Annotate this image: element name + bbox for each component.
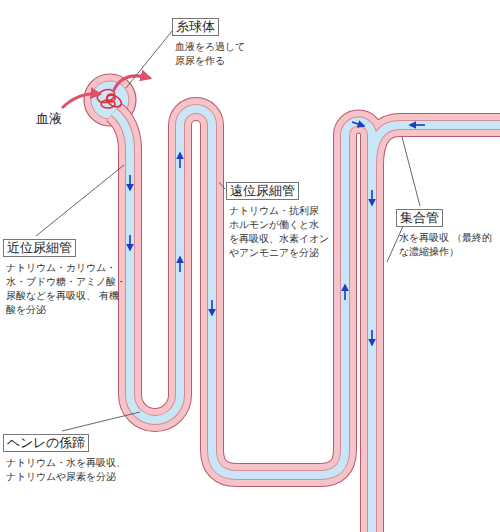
tubule-outline (114, 109, 372, 532)
part-description: ナトリウム・カリウム・ 水・ブドウ糖・アミノ酸・ 尿酸などを再吸収、 有機酸を分… (6, 261, 128, 317)
leader-line (62, 412, 140, 431)
flow-arrow (211, 300, 213, 315)
part-description: ナトリウム・水を再吸収、 ナトリウムや尿素を分泌 (6, 456, 128, 484)
part-name: 集合管 (396, 209, 443, 227)
lumen-edge (372, 125, 500, 165)
capillary-loop (107, 94, 115, 102)
part-description: ナトリウム・抗利尿 ホルモンが働くと水 を再吸収、水素イオン やアンモニアを分泌 (229, 204, 331, 260)
lumen-edge (114, 109, 372, 532)
leader-line (219, 182, 225, 189)
leader-line (36, 165, 124, 236)
label-box: 糸球体血液をろ過して 原尿を作る (172, 16, 248, 69)
leader-lines (36, 31, 420, 431)
flow-arrow (129, 175, 131, 190)
flow-arrows (130, 122, 425, 345)
label-box: 近位尿細管ナトリウム・カリウム・ 水・ブドウ糖・アミノ酸・ 尿酸などを再吸収、 … (3, 237, 129, 318)
label-box: 遠位尿細管ナトリウム・抗利尿 ホルモンが働くと水 を再吸収、水素イオン やアンモ… (226, 180, 332, 261)
glomerular-tuft (95, 87, 123, 109)
part-description: 水を再吸収 （最終的な濃縮操作） (399, 231, 500, 259)
label-box: ヘンレの係蹄ナトリウム・水を再吸収、 ナトリウムや尿素を分泌 (3, 432, 129, 485)
part-label: 血液 (36, 111, 62, 127)
flow-arrow (344, 285, 346, 300)
flow-arrow (179, 257, 181, 272)
tubule-wall (114, 109, 372, 532)
part-name: 糸球体 (172, 18, 219, 36)
part-name: ヘンレの係蹄 (3, 434, 89, 452)
efferent-arteriole (113, 76, 150, 92)
flow-arrow (371, 190, 373, 205)
flow-arrow (129, 235, 131, 250)
flow-arrow (410, 124, 425, 126)
afferent-arteriole (62, 94, 100, 108)
part-name: 近位尿細管 (3, 239, 76, 257)
lumen (114, 109, 372, 532)
flow-arrow (179, 153, 181, 168)
leader-line (126, 31, 172, 88)
tubule (114, 109, 500, 532)
flow-arrow (371, 330, 373, 345)
flow-arrow (352, 122, 364, 126)
lumen (372, 125, 500, 165)
tubule-wall (372, 125, 500, 165)
label-box: 集合管水を再吸収 （最終的な濃縮操作） (396, 207, 500, 260)
tubule-outline (372, 125, 500, 165)
part-description: 血液をろ過して 原尿を作る (175, 40, 247, 68)
leader-line (402, 137, 420, 206)
part-name: 遠位尿細管 (226, 182, 299, 200)
